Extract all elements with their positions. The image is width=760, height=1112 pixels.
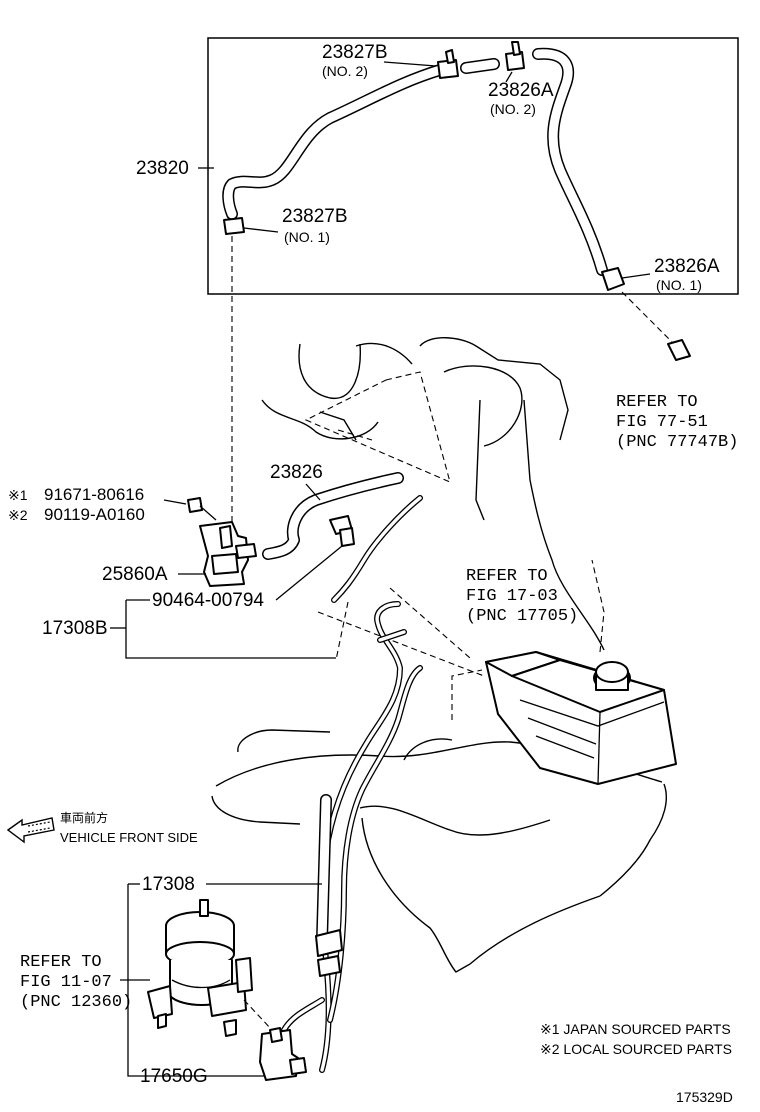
ref-17-03-line3: (PNC 17705)	[466, 607, 578, 626]
clamp-90464-00794[interactable]	[329, 515, 355, 547]
bolt-91671-90119[interactable]	[187, 497, 217, 521]
part-number-90119-a0160: 90119-A0160	[44, 505, 145, 524]
vsv-17650g[interactable]	[259, 1027, 307, 1081]
hose-assembly-inset: 23827B (NO. 2) 23826A (NO. 2) 23820 2382…	[136, 37, 739, 295]
part-sub-23827b-no2: (NO. 2)	[322, 63, 368, 79]
part-number-23820: 23820	[136, 158, 189, 179]
ref-11-07-line2: FIG 11-07	[20, 973, 112, 992]
engine-mount	[147, 899, 253, 1037]
refer-arrow-77-51	[667, 339, 691, 361]
ref-17-03-line2: FIG 17-03	[466, 587, 558, 606]
part-number-90464-00794: 90464-00794	[152, 590, 264, 611]
note-mark-1: ※1	[8, 487, 28, 503]
part-sub-23827b-no1: (NO. 1)	[284, 229, 330, 245]
engine-outline	[211, 337, 668, 973]
part-number-91671-80616: 91671-80616	[44, 485, 144, 504]
clamp-23826a-no1[interactable]	[601, 267, 625, 291]
part-number-23826a-no1: 23826A	[654, 256, 720, 277]
ref-77-51-line2: FIG 77-51	[616, 413, 708, 432]
part-number-25860a: 25860A	[102, 564, 168, 585]
bracket-17308	[127, 884, 264, 1077]
reference-fig-77-51[interactable]: REFER TO FIG 77-51 (PNC 77747B)	[616, 393, 738, 452]
part-number-23826a-no2: 23826A	[488, 80, 554, 101]
ref-77-51-line1: REFER TO	[616, 393, 698, 412]
diagram-id: 175329D	[676, 1089, 733, 1105]
reference-fig-17-03[interactable]: REFER TO FIG 17-03 (PNC 17705)	[466, 567, 578, 626]
part-sub-23826a-no2: (NO. 2)	[490, 101, 536, 117]
inset-frame	[207, 37, 739, 295]
front-label-english: VEHICLE FRONT SIDE	[60, 830, 198, 845]
note-japan-sourced: ※1 JAPAN SOURCED PARTS	[540, 1021, 731, 1037]
air-cleaner-assembly	[485, 651, 677, 785]
ref-11-07-line3: (PNC 12360)	[20, 993, 132, 1012]
part-number-17308: 17308	[142, 874, 195, 895]
ref-77-51-line3: (PNC 77747B)	[616, 433, 738, 452]
vehicle-front-indicator: 車両前方 VEHICLE FRONT SIDE	[6, 810, 198, 845]
ref-17-03-line1: REFER TO	[466, 567, 548, 586]
part-sub-23826a-no1: (NO. 1)	[656, 277, 702, 293]
hose-23820-left[interactable]	[222, 64, 446, 220]
bracket-17308b	[125, 600, 336, 659]
front-arrow-icon	[6, 817, 55, 844]
note-mark-2: ※2	[8, 507, 28, 523]
clamp-23826a-no2[interactable]	[505, 41, 525, 71]
front-label-japanese: 車両前方	[60, 810, 108, 825]
ref-11-07-line1: REFER TO	[20, 953, 102, 972]
note-local-sourced: ※2 LOCAL SOURCED PARTS	[540, 1041, 732, 1057]
clamp-23827b-no1[interactable]	[223, 217, 245, 235]
part-number-23827b-no1: 23827B	[282, 206, 348, 227]
part-number-17308b: 17308B	[42, 618, 108, 639]
part-number-17650g: 17650G	[140, 1066, 208, 1087]
reference-fig-11-07[interactable]: REFER TO FIG 11-07 (PNC 12360)	[20, 953, 132, 1012]
clamp-23827b-no2[interactable]	[437, 49, 459, 79]
vsv-25860a[interactable]	[199, 521, 257, 587]
part-number-23826: 23826	[270, 462, 323, 483]
part-number-23827b-no2: 23827B	[322, 42, 388, 63]
